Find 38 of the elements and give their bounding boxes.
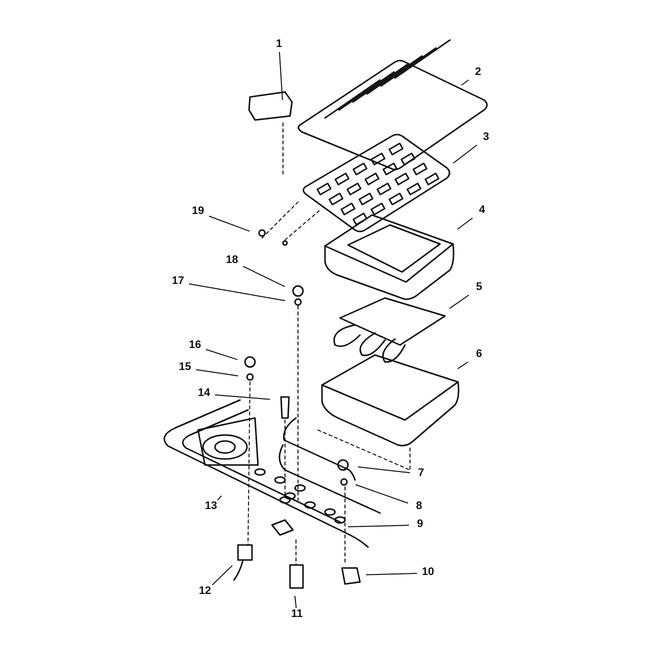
callout-number: 5 <box>468 281 490 295</box>
leader-line <box>208 216 250 232</box>
leader-line <box>452 144 478 164</box>
callout-number: 15 <box>174 361 196 375</box>
leader-line <box>449 294 470 309</box>
leader-line <box>206 349 238 360</box>
leader-line <box>214 394 271 400</box>
leader-line <box>366 572 418 576</box>
leader-line <box>456 218 474 230</box>
callout-number: 7 <box>410 467 432 481</box>
leader-line <box>188 283 286 302</box>
leader-line <box>294 595 297 608</box>
callout-number: 3 <box>475 131 497 145</box>
callout-number: 9 <box>409 518 431 532</box>
callout-number: 4 <box>471 204 493 218</box>
callout-number: 12 <box>194 585 216 599</box>
callout-number: 1 <box>268 38 290 52</box>
callout-number: 10 <box>417 566 439 580</box>
leader-line <box>457 362 469 370</box>
callout-number: 6 <box>468 348 490 362</box>
leader-line <box>196 369 239 376</box>
callout-number: 13 <box>200 500 222 514</box>
leader-line <box>460 80 470 86</box>
leader-line <box>212 565 233 586</box>
leader-line <box>278 52 283 101</box>
callout-number: 18 <box>221 254 243 268</box>
callout-number: 11 <box>286 608 308 622</box>
callout-number: 19 <box>187 205 209 219</box>
leader-line <box>217 495 222 500</box>
callout-number: 17 <box>167 275 189 289</box>
callout-number: 14 <box>193 387 215 401</box>
leader-line <box>348 524 410 528</box>
callout-number: 16 <box>184 339 206 353</box>
leader-line <box>355 484 408 504</box>
leader-line <box>242 266 286 288</box>
callout-number: 2 <box>467 66 489 80</box>
callout-number: 8 <box>408 500 430 514</box>
leader-line <box>357 466 410 474</box>
